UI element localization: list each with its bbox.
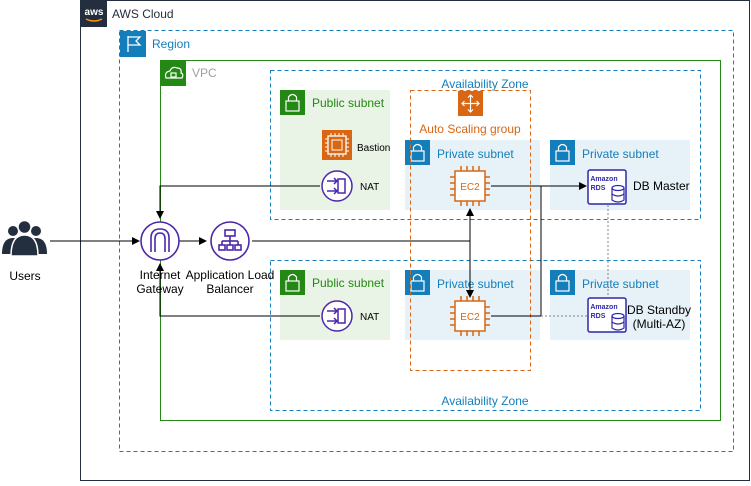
ec2-top-node: EC2 xyxy=(450,166,490,206)
db-master-label: DB Master xyxy=(633,179,690,193)
vpc-label: VPC xyxy=(192,66,217,80)
users-icon xyxy=(2,219,47,257)
lock-icon xyxy=(410,143,425,162)
ec2-instance-icon xyxy=(322,130,352,160)
vpc-cloud-icon xyxy=(164,66,184,79)
lock-icon xyxy=(285,93,300,112)
ec2-bottom-label: EC2 xyxy=(460,312,480,323)
rds-icon-text-line2: RDS xyxy=(591,185,606,192)
internet-gateway-node: Internet Gateway xyxy=(136,221,184,296)
nat-gateway-icon xyxy=(321,170,353,202)
region-group: Region xyxy=(119,30,734,452)
internet-gateway-label-line1: Internet xyxy=(140,268,181,282)
rds-database-icon: Amazon RDS xyxy=(587,297,627,333)
vpc-group: VPC xyxy=(160,60,721,421)
rds-database-icon: Amazon RDS xyxy=(587,169,627,205)
availability-zone-top-label: Availability Zone xyxy=(441,77,528,91)
private-subnet-db-bottom-label: Private subnet xyxy=(582,277,659,291)
nat-bottom-to-gateway-edge xyxy=(156,263,320,317)
internet-gateway-icon xyxy=(140,221,180,261)
ec2-chip-icon xyxy=(450,166,490,206)
rds-icon-text-line1: Amazon xyxy=(590,176,617,183)
private-subnet-db-top-label: Private subnet xyxy=(582,147,659,161)
load-balancer-node: Application Load Balancer xyxy=(186,221,275,296)
lock-icon xyxy=(555,143,570,162)
flag-icon xyxy=(127,36,142,52)
ec2-chip-icon xyxy=(450,296,490,336)
availability-zone-bottom: Availability Zone xyxy=(270,260,701,411)
db-standby-node: Amazon RDS DB Standby (Multi-AZ) xyxy=(587,297,691,333)
users-node: Users xyxy=(2,219,47,283)
rds-icon-text-line2: RDS xyxy=(591,313,606,320)
db-standby-label-line1: DB Standby xyxy=(627,303,691,317)
rds-icon-text-line1: Amazon xyxy=(590,304,617,311)
nat-top-to-gateway-edge xyxy=(156,185,320,219)
internet-gateway-label-line2: Gateway xyxy=(136,282,183,296)
nat-gateway-icon xyxy=(321,300,353,332)
lock-icon xyxy=(285,273,300,292)
load-balancer-icon xyxy=(210,221,250,261)
lock-icon xyxy=(555,273,570,292)
nat-gateway-bottom-node: NAT xyxy=(321,300,379,332)
bastion-label: Bastion xyxy=(357,143,390,154)
ec2-top-label: EC2 xyxy=(460,182,480,193)
auto-scaling-group-label: Auto Scaling group xyxy=(419,122,521,136)
availability-zone-bottom-label: Availability Zone xyxy=(441,394,528,408)
auto-scaling-icon xyxy=(461,94,480,113)
load-balancer-label-line2: Balancer xyxy=(206,282,253,296)
auto-scaling-group: Auto Scaling group xyxy=(410,90,531,371)
nat-gateway-top-node: NAT xyxy=(321,170,379,202)
public-subnet-bottom-label: Public subnet xyxy=(312,276,385,290)
ec2-bottom-node: EC2 xyxy=(450,296,490,336)
db-master-node: Amazon RDS DB Master xyxy=(587,169,690,205)
aws-cloud-label: AWS Cloud xyxy=(112,7,174,21)
private-subnet-app-top-label: Private subnet xyxy=(437,147,514,161)
aws-logo-icon xyxy=(81,1,107,27)
nat-top-label: NAT xyxy=(360,182,379,193)
connections xyxy=(50,182,609,317)
public-subnet-top-label: Public subnet xyxy=(312,96,385,110)
db-standby-label-line2: (Multi-AZ) xyxy=(633,317,686,331)
aws-logo-text: aws xyxy=(85,7,104,18)
load-balancer-label-line1: Application Load xyxy=(186,268,275,282)
bastion-node: Bastion xyxy=(322,130,390,160)
nat-bottom-label: NAT xyxy=(360,312,379,323)
users-label: Users xyxy=(9,269,40,283)
availability-zone-top: Availability Zone xyxy=(270,70,701,220)
region-label: Region xyxy=(152,37,190,51)
private-subnet-app-bottom-label: Private subnet xyxy=(437,277,514,291)
